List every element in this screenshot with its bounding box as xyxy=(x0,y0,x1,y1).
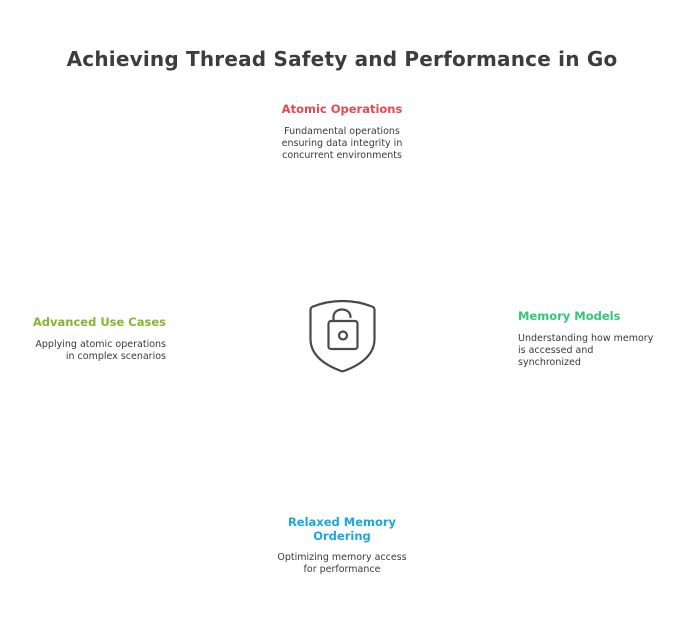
node-title: Advanced Use Cases xyxy=(32,315,166,329)
description-line: Applying atomic operations xyxy=(35,339,166,350)
padlock-shackle xyxy=(332,308,352,323)
shield-unlocked-padlock-icon xyxy=(309,299,376,373)
description-line: is accessed and xyxy=(518,345,594,356)
description-line: synchronized xyxy=(518,357,581,368)
description-line: for performance xyxy=(303,564,381,575)
diagram-title: Achieving Thread Safety and Performance … xyxy=(66,47,618,71)
node-description: Fundamental operations ensuring data int… xyxy=(252,126,432,162)
description-line: Optimizing memory access xyxy=(277,552,407,563)
title-line: Relaxed Memory xyxy=(287,515,397,529)
title-line: Ordering xyxy=(313,529,371,543)
description-line: Understanding how memory xyxy=(518,333,654,344)
description-line: in complex scenarios xyxy=(65,351,166,362)
padlock-keyhole xyxy=(337,330,349,341)
shield-icon xyxy=(309,299,376,373)
node-memory-models: Memory Models Understanding how memory i… xyxy=(518,309,688,369)
description-line: concurrent environments xyxy=(282,150,402,161)
node-atomic-operations: Atomic Operations Fundamental operations… xyxy=(252,102,432,162)
padlock-icon xyxy=(327,308,359,351)
description-line: ensuring data integrity in xyxy=(281,138,403,149)
node-description: Applying atomic operations in complex sc… xyxy=(10,339,166,363)
node-title: Relaxed Memory Ordering xyxy=(252,515,432,543)
padlock-body xyxy=(327,319,359,351)
node-description: Optimizing memory access for performance xyxy=(252,552,432,576)
node-title: Atomic Operations xyxy=(281,102,403,116)
node-title: Memory Models xyxy=(518,309,621,323)
node-relaxed-memory-ordering: Relaxed Memory Ordering Optimizing memor… xyxy=(252,515,432,576)
node-description: Understanding how memory is accessed and… xyxy=(518,333,688,369)
description-line: Fundamental operations xyxy=(284,126,400,137)
node-advanced-use-cases: Advanced Use Cases Applying atomic opera… xyxy=(10,315,166,363)
